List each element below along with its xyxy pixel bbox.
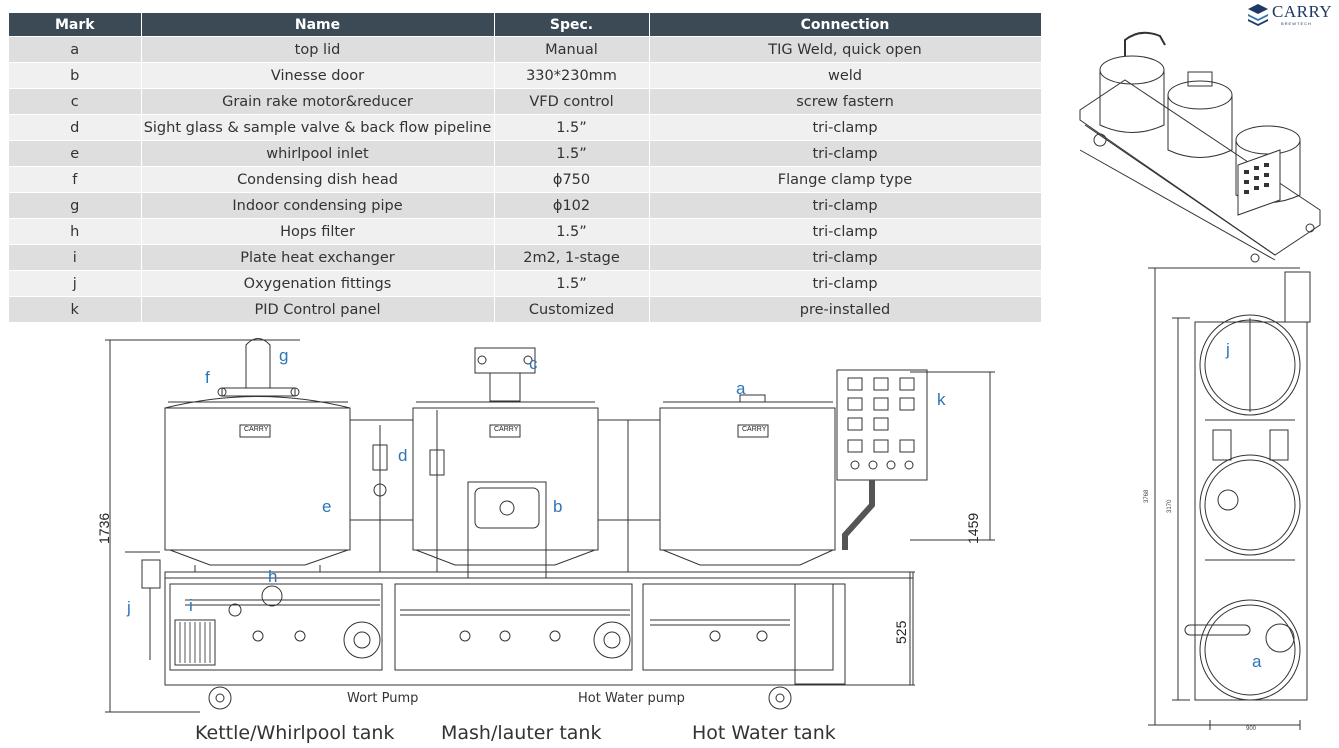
- dim-total-height: 1736: [96, 512, 112, 544]
- table-cell-name: top lid: [141, 36, 495, 63]
- wort-pump-label: Wort Pump: [347, 691, 419, 706]
- table-cell-connection: screw fastern: [649, 88, 1042, 115]
- table-cell-connection: tri-clamp: [649, 244, 1042, 271]
- table-cell-spec: Manual: [494, 36, 650, 63]
- table-cell-mark: g: [9, 192, 142, 219]
- table-cell-name: Oxygenation fittings: [141, 270, 495, 297]
- top-dim-width: 900: [1246, 726, 1257, 732]
- isometric-view: [1079, 31, 1321, 263]
- table-cell-name: whirlpool inlet: [141, 140, 495, 167]
- top-mark-a: a: [1252, 652, 1262, 671]
- header-name: Name: [141, 13, 495, 37]
- table-cell-mark: j: [9, 270, 142, 297]
- table-cell-spec: 330*230mm: [494, 62, 650, 89]
- dim-frame-height: 525: [893, 620, 909, 644]
- mark-h: h: [268, 567, 278, 586]
- logo-subtext: BREWTECH: [1281, 21, 1312, 26]
- mark-b: b: [553, 497, 563, 516]
- mash-caption: Mash/lauter tank: [441, 722, 602, 744]
- table-cell-connection: pre-installed: [649, 296, 1042, 322]
- table-cell-mark: f: [9, 166, 142, 193]
- table-cell-mark: h: [9, 218, 142, 245]
- hot-water-caption: Hot Water tank: [692, 722, 836, 744]
- table-cell-connection: tri-clamp: [649, 140, 1042, 167]
- mark-e: e: [322, 497, 332, 516]
- table-cell-name: Grain rake motor&reducer: [141, 88, 495, 115]
- top-dim-length-inner: 3170: [1167, 499, 1173, 513]
- dim-tank-height: 1459: [965, 512, 981, 544]
- top-view: [1148, 267, 1311, 730]
- kettle-caption: Kettle/Whirlpool tank: [195, 722, 395, 744]
- table-cell-name: Hops filter: [141, 218, 495, 245]
- table-cell-name: Vinesse door: [141, 62, 495, 89]
- header-spec: Spec.: [494, 13, 650, 37]
- table-cell-name: Plate heat exchanger: [141, 244, 495, 271]
- table-cell-spec: ϕ102: [494, 192, 650, 219]
- table-cell-name: Sight glass & sample valve & back flow p…: [141, 114, 495, 141]
- hotwater-tank-logo: CARRY: [742, 426, 767, 433]
- table-cell-mark: c: [9, 88, 142, 115]
- mark-k: k: [937, 390, 946, 409]
- kettle-tank-logo: CARRY: [244, 426, 269, 433]
- table-cell-connection: Flange clamp type: [649, 166, 1042, 193]
- mash-tank-logo: CARRY: [494, 426, 519, 433]
- mark-g: g: [279, 346, 289, 365]
- mark-f: f: [205, 368, 210, 387]
- mark-j: j: [127, 598, 131, 617]
- header-mark: Mark: [9, 13, 142, 37]
- table-cell-connection: tri-clamp: [649, 114, 1042, 141]
- mark-c: c: [529, 354, 538, 373]
- table-cell-spec: 1.5”: [494, 114, 650, 141]
- table-cell-mark: b: [9, 62, 142, 89]
- table-cell-spec: 1.5”: [494, 270, 650, 297]
- table-cell-name: Condensing dish head: [141, 166, 495, 193]
- mark-a: a: [736, 379, 746, 398]
- table-cell-mark: e: [9, 140, 142, 167]
- table-cell-mark: a: [9, 36, 142, 63]
- table-cell-connection: tri-clamp: [649, 270, 1042, 297]
- top-mark-j: j: [1226, 340, 1230, 359]
- table-cell-spec: Customized: [494, 296, 650, 322]
- spec-table-header: Mark Name Spec. Connection: [9, 13, 1042, 37]
- hot-water-pump-label: Hot Water pump: [578, 691, 685, 706]
- table-cell-mark: i: [9, 244, 142, 271]
- table-cell-spec: 1.5”: [494, 218, 650, 245]
- table-cell-name: PID Control panel: [141, 296, 495, 322]
- table-cell-spec: VFD control: [494, 88, 650, 115]
- table-cell-name: Indoor condensing pipe: [141, 192, 495, 219]
- table-cell-spec: 1.5”: [494, 140, 650, 167]
- logo-text: CARRY: [1272, 2, 1333, 21]
- carry-logo-icon: [1248, 4, 1268, 26]
- table-cell-connection: weld: [649, 62, 1042, 89]
- table-cell-mark: k: [9, 296, 142, 322]
- mark-i: i: [189, 596, 193, 615]
- mark-d: d: [398, 446, 408, 465]
- table-cell-spec: ϕ750: [494, 166, 650, 193]
- table-cell-mark: d: [9, 114, 142, 141]
- table-cell-connection: tri-clamp: [649, 218, 1042, 245]
- header-connection: Connection: [649, 13, 1042, 37]
- top-dim-length-total: 3768: [1144, 489, 1150, 503]
- front-view: [105, 338, 995, 713]
- table-cell-spec: 2m2, 1-stage: [494, 244, 650, 271]
- table-cell-connection: TIG Weld, quick open: [649, 36, 1042, 63]
- table-cell-connection: tri-clamp: [649, 192, 1042, 219]
